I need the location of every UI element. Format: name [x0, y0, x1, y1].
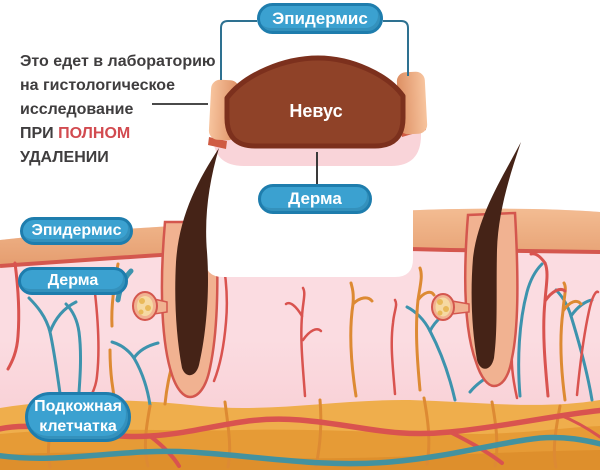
label-epidermis-skin: Эпидермис: [20, 217, 133, 245]
hair-right: [471, 142, 521, 369]
label-subcutaneous-line2: клетчатка: [39, 418, 117, 435]
annotation-emphasis: ПОЛНОМ: [58, 125, 131, 142]
bracket-epidermis: [220, 20, 257, 80]
label-subcutaneous-line1: Подкожная: [34, 398, 122, 415]
hair-left: [175, 148, 219, 376]
nevus-body: [224, 55, 406, 149]
annotation-text: Это едет в лабораторию на гистологическо…: [20, 50, 235, 170]
label-derma-excised: Дерма: [258, 184, 372, 214]
excised-sample: [208, 55, 428, 166]
annotation-line: УДАЛЕНИИ: [20, 149, 109, 166]
annotation-line: исследование: [20, 101, 134, 118]
label-nevus: Невус: [289, 101, 343, 121]
bracket-epidermis: [383, 20, 409, 76]
connector-lines: [152, 20, 409, 184]
label-subcutaneous-skin: Подкожная клетчатка: [25, 392, 131, 442]
label-epidermis-excised: Эпидермис: [257, 3, 383, 34]
subcut-vein: [0, 434, 600, 467]
annotation-line: ПРИ ПОЛНОМ: [20, 125, 131, 142]
annotation-line: Это едет в лабораторию: [20, 53, 216, 70]
annotation-line: на гистологическое: [20, 77, 175, 94]
label-derma-skin: Дерма: [18, 267, 128, 295]
